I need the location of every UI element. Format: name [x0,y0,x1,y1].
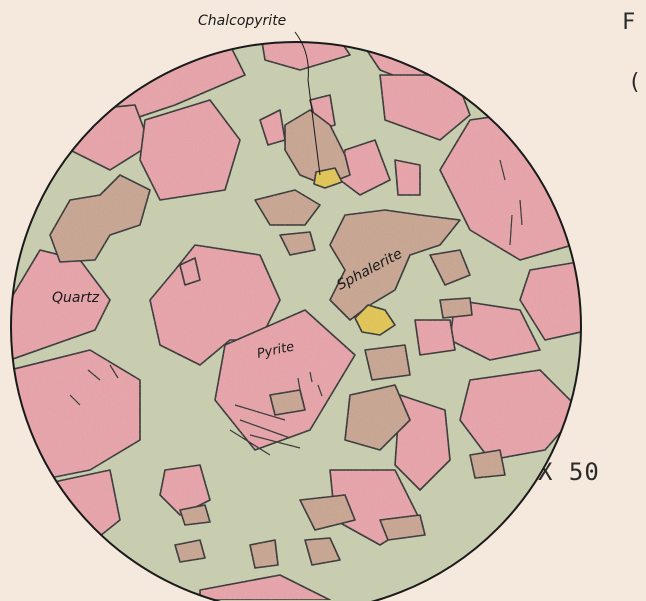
quartz-label: Quartz [52,290,100,306]
chalcopyrite-label: Chalcopyrite [198,13,286,29]
